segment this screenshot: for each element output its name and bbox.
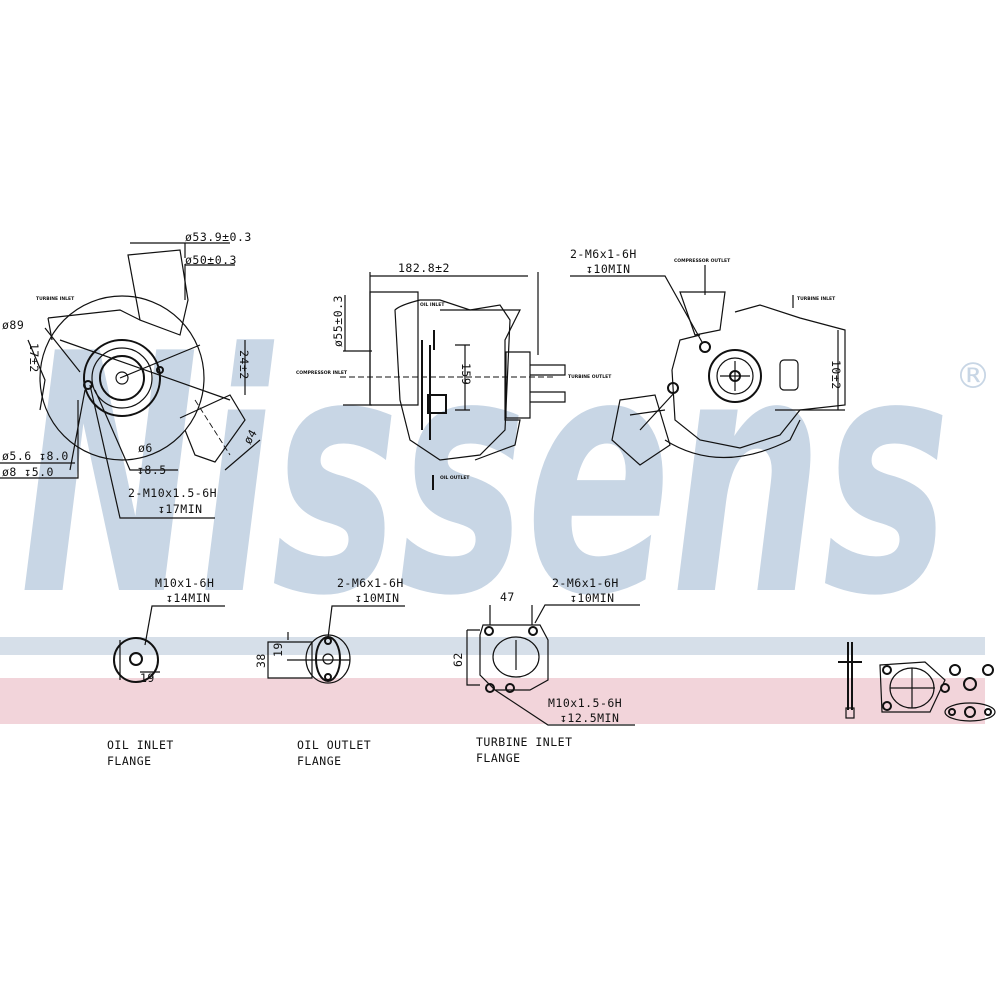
turbine-inlet-thread-bottom: M10x1.5-6H (548, 696, 622, 710)
side-view: 182.8±2 ø55±0.3 159 OIL INLET COMPRESSOR… (296, 261, 612, 490)
oil-inlet-tag: OIL INLET (420, 302, 445, 308)
thread-label: 2-M10x1.5-6H (128, 486, 217, 500)
nissens-watermark: Nissens ® (20, 284, 991, 668)
oil-inlet-flange: M10x1-6H ↧14MIN 19 OIL INLET FLANGE (107, 576, 225, 768)
turbine-inlet-depth-bottom: ↧12.5MIN (560, 711, 619, 725)
compressor-side-view: ø53.9±0.3 ø50±0.3 ø89 17±2 24±2 ø4 ø5.6 … (0, 230, 261, 519)
compressor-outlet-tag: COMPRESSOR OUTLET (674, 258, 731, 264)
oil-outlet-tag: OIL OUTLET (440, 475, 470, 481)
oil-outlet-dim-38: 38 (254, 653, 268, 668)
dim-159-label: 159 (459, 363, 473, 385)
oil-outlet-flange: 2-M6x1-6H ↧10MIN 38 19 OIL OUTLET FLANGE (254, 576, 405, 768)
dia-53-label: ø53.9±0.3 (185, 230, 252, 244)
svg-text:Nissens: Nissens (20, 284, 950, 668)
oil-outlet-title-2: FLANGE (297, 754, 342, 768)
dia-50-label: ø50±0.3 (185, 253, 237, 267)
oil-inlet-thread: M10x1-6H (155, 576, 214, 590)
oil-inlet-title: OIL INLET (107, 738, 174, 752)
thread-depth-label: ↧10MIN (586, 262, 631, 276)
oil-inlet-title-2: FLANGE (107, 754, 152, 768)
dim-17-label: 17±2 (27, 343, 41, 373)
turbine-inlet-dim-62: 62 (451, 652, 465, 667)
registered-mark: ® (955, 356, 991, 397)
turbine-inlet-title: TURBINE INLET (476, 735, 573, 749)
oil-outlet-dim-19: 19 (271, 642, 285, 657)
oil-outlet-title: OIL OUTLET (297, 738, 371, 752)
dia-4-label: ø4 (240, 427, 260, 447)
turbine-inlet-thread-top: 2-M6x1-6H (552, 576, 619, 590)
oil-outlet-depth: ↧10MIN (355, 591, 400, 605)
turbine-inlet-depth-top: ↧10MIN (570, 591, 615, 605)
hole-a-label: ø5.6 ↧8.0 (2, 449, 69, 463)
turbine-inlet-flange: 47 2-M6x1-6H ↧10MIN 62 M10x1.5-6H ↧12.5M… (451, 576, 640, 765)
depth-8-5-label: ↧8.5 (137, 463, 167, 477)
turbine-inlet-title-2: FLANGE (476, 751, 521, 765)
thread-label: 2-M6x1-6H (570, 247, 637, 261)
turbine-inlet-tag: TURBINE INLET (36, 296, 75, 302)
length-label: 182.8±2 (398, 261, 450, 275)
turbine-inlet-tag: TURBINE INLET (797, 296, 836, 302)
thread-depth-label: ↧17MIN (158, 502, 203, 516)
turbine-inlet-dim-47: 47 (500, 590, 515, 604)
oil-inlet-dim: 19 (140, 671, 155, 685)
turbine-outlet-tag: TURBINE OUTLET (568, 374, 612, 380)
hole-b-label: ø8 ↧5.0 (2, 465, 54, 479)
blue-band (0, 637, 985, 655)
dim-26-label: 24±2 (237, 350, 251, 380)
dia-89-label: ø89 (2, 318, 24, 332)
dim-10-label: 10±2 (829, 360, 843, 390)
oil-inlet-depth: ↧14MIN (166, 591, 211, 605)
gasket-and-bolt (838, 642, 996, 722)
dia-6-label: ø6 (138, 441, 153, 455)
turbine-side-view: 2-M6x1-6H ↧10MIN 10±2 COMPRESSOR OUTLET … (570, 247, 846, 466)
compressor-inlet-tag: COMPRESSOR INLET (296, 370, 348, 376)
dia-55-label: ø55±0.3 (331, 295, 345, 347)
oil-outlet-thread: 2-M6x1-6H (337, 576, 404, 590)
